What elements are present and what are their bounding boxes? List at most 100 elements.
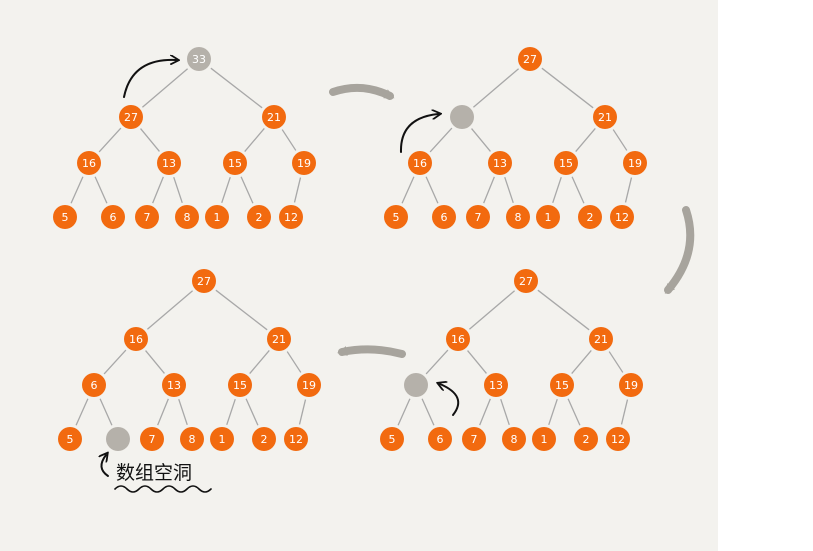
heap-node-label: 6 — [437, 433, 444, 446]
tree-edge — [98, 127, 122, 153]
empty-heap-node — [404, 373, 428, 397]
array-hole-caption: 数组空洞 — [116, 462, 192, 484]
heap-node — [593, 105, 617, 129]
heap-node-label: 16 — [129, 333, 143, 346]
heap-node — [574, 427, 598, 451]
heap-node — [101, 205, 125, 229]
heap-node — [578, 205, 602, 229]
move-arrow-step2 — [399, 114, 438, 153]
heap-node — [58, 427, 82, 451]
heap-node-label: 8 — [184, 211, 191, 224]
heap-node — [380, 427, 404, 451]
tree-edge — [240, 176, 254, 204]
heap-node-label: 13 — [493, 157, 507, 170]
tree-edge — [281, 129, 297, 151]
tree-edge — [548, 399, 558, 425]
heap-node — [502, 427, 526, 451]
heap-node — [446, 327, 470, 351]
heap-node — [610, 205, 634, 229]
heap-node-label: 33 — [192, 53, 206, 66]
tree-edge — [468, 290, 516, 330]
heap-node-label: 21 — [272, 333, 286, 346]
heap-node — [623, 151, 647, 175]
tree-edge — [575, 128, 596, 152]
heap-node-label: 21 — [594, 333, 608, 346]
tree-edge — [226, 399, 236, 425]
tree-edge — [157, 398, 169, 426]
heap-node — [297, 373, 321, 397]
heap-node — [619, 373, 643, 397]
empty-heap-node — [187, 47, 211, 71]
heap-node — [506, 205, 530, 229]
tree-edge — [286, 351, 302, 373]
heap-node — [162, 373, 186, 397]
heap-node-label: 2 — [583, 433, 590, 446]
heap-node-label: 6 — [441, 211, 448, 224]
tree-edge — [504, 177, 514, 203]
empty-heap-node — [450, 105, 474, 129]
heap-node-label: 13 — [167, 379, 181, 392]
heap-node-label: 12 — [611, 433, 625, 446]
move-arrow-step3 — [440, 384, 460, 416]
heap-node-label: 8 — [511, 433, 518, 446]
heap-node — [267, 327, 291, 351]
flow-arrow-step1-to-step2 — [329, 83, 395, 100]
tree-edge — [173, 177, 183, 203]
heap-node-label: 13 — [162, 157, 176, 170]
heap-node — [292, 151, 316, 175]
tree-edge — [467, 350, 487, 374]
tree-edge — [178, 399, 188, 425]
heap-node — [205, 205, 229, 229]
heap-node — [428, 427, 452, 451]
tree-edge — [620, 399, 629, 425]
heap-node-label: 1 — [541, 433, 548, 446]
empty-heap-node — [106, 427, 130, 451]
heap-node — [77, 151, 101, 175]
heap-node — [135, 205, 159, 229]
tree-edge — [245, 398, 259, 426]
heap-node — [119, 105, 143, 129]
heap-node — [484, 373, 508, 397]
heap-node — [180, 427, 204, 451]
heap-node — [554, 151, 578, 175]
tree-edge — [141, 68, 189, 108]
heap-node-label: 27 — [124, 111, 138, 124]
heap-node — [82, 373, 106, 397]
paper-background — [0, 0, 718, 551]
tree-edge — [210, 67, 263, 109]
heap-node — [252, 427, 276, 451]
heap-node-label: 7 — [149, 433, 156, 446]
tree-edge — [70, 176, 84, 204]
tree-edge — [483, 176, 495, 204]
tree-edge — [75, 398, 89, 426]
tree-edge — [215, 289, 268, 331]
heap-node — [262, 105, 286, 129]
tree-edge — [567, 398, 581, 426]
tree-edge — [429, 127, 453, 153]
heap-node — [536, 205, 560, 229]
tree-edge — [571, 350, 592, 374]
heap-node-label: 27 — [197, 275, 211, 288]
tree-edge — [401, 176, 415, 204]
heap-node — [157, 151, 181, 175]
heap-node — [53, 205, 77, 229]
heap-node-label: 12 — [284, 211, 298, 224]
tree-edge — [249, 350, 270, 374]
tree-edge — [145, 350, 165, 374]
tree-edge — [221, 177, 231, 203]
heap-node-label: 1 — [545, 211, 552, 224]
hole-pointer-arrow — [101, 455, 109, 477]
tree-edge — [99, 398, 113, 426]
heap-node — [223, 151, 247, 175]
tree-edge — [571, 176, 585, 204]
tree-edge — [103, 349, 127, 375]
heap-node-label: 12 — [615, 211, 629, 224]
heap-node — [228, 373, 252, 397]
heap-node — [279, 205, 303, 229]
heap-node — [518, 47, 542, 71]
heap-node-label: 15 — [233, 379, 247, 392]
